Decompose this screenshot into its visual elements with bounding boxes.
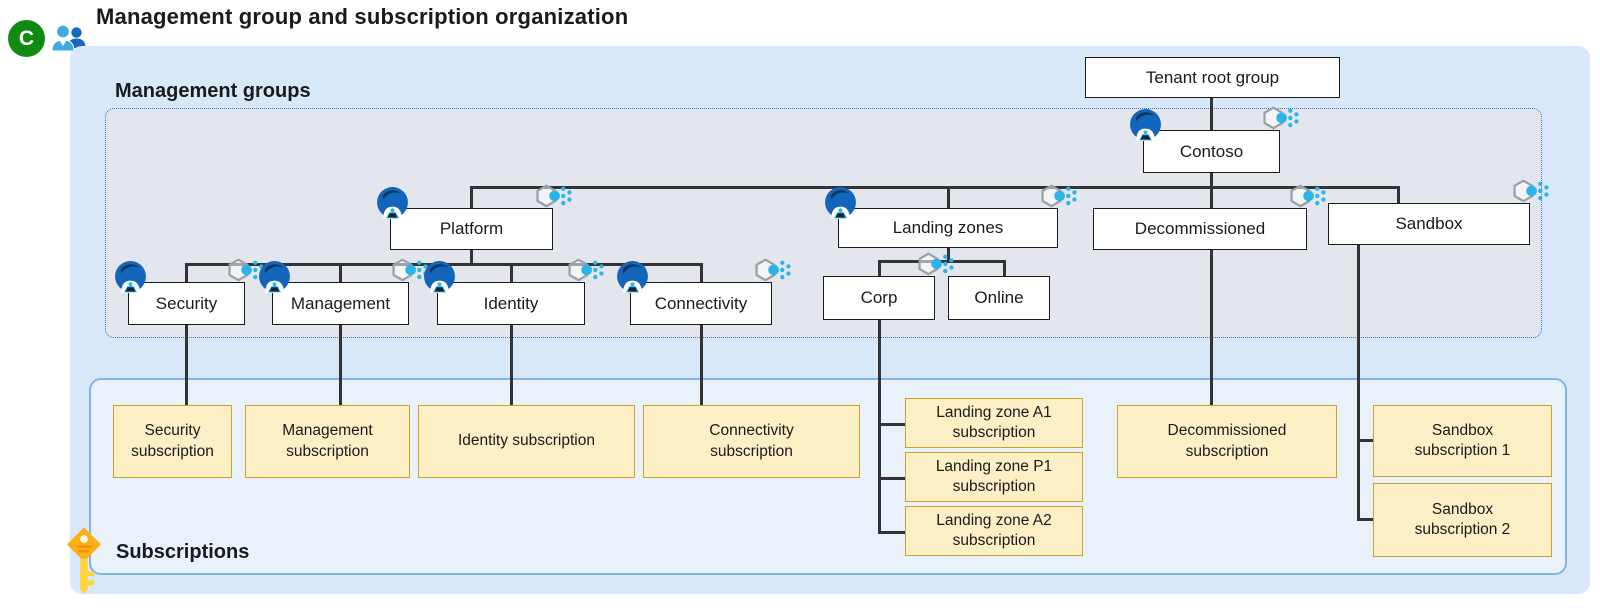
node-label: Contoso <box>1179 141 1244 161</box>
policy-hexagon-icon <box>1513 179 1550 203</box>
node-label: Tenant root group <box>1145 67 1280 87</box>
policy-hexagon-icon <box>755 258 792 282</box>
policy-hexagon-icon <box>568 258 605 282</box>
connector-bus-corp <box>878 260 881 276</box>
node-label: Corp <box>860 288 898 307</box>
subscriptions-heading: Subscriptions <box>116 541 250 563</box>
node-sandbox: Sandbox <box>1328 179 1550 245</box>
management-group-icon <box>1129 108 1162 142</box>
policy-hexagon-icon <box>536 184 573 208</box>
node-label: Identity subscription <box>458 432 595 450</box>
management-group-icon <box>616 260 649 294</box>
management-group-icon <box>114 260 147 294</box>
connector-stub-a2 <box>878 531 905 534</box>
node-sandbox-subscription-1: Sandbox subscription 1 <box>1373 405 1552 477</box>
policy-hexagon-icon <box>1263 106 1300 130</box>
key-icon <box>67 528 101 594</box>
connector-landing-zones-down <box>947 248 950 262</box>
node-landing-zones: Landing zones <box>824 184 1078 248</box>
policy-hexagon-icon <box>1290 184 1327 208</box>
connector-tenant-contoso <box>1210 98 1213 130</box>
management-group-icon <box>824 186 857 220</box>
node-label: Decommissioned subscription <box>1167 422 1287 460</box>
node-label: Sandbox subscription 2 <box>1414 500 1511 538</box>
c-badge: C <box>8 20 45 57</box>
connector-bus-security <box>185 263 188 282</box>
node-connectivity-subscription: Connectivity subscription <box>643 405 860 478</box>
connector-contoso-decommissioned-sub <box>1210 173 1213 405</box>
connector-bus-connectivity <box>700 263 703 282</box>
connector-stub-sandbox2 <box>1357 518 1373 521</box>
management-group-icon <box>258 260 291 294</box>
node-decommissioned-subscription: Decommissioned subscription <box>1117 405 1337 478</box>
policy-hexagon-icon <box>1041 184 1078 208</box>
management-groups-heading: Management groups <box>115 80 311 102</box>
node-label: Management <box>290 293 391 313</box>
connector-bus-landing-zones <box>947 186 950 208</box>
node-label: Sandbox <box>1395 214 1463 233</box>
connector-bus-management <box>339 263 342 282</box>
management-group-icon <box>376 186 409 220</box>
node-label: Landing zone P1 subscription <box>935 457 1053 495</box>
node-identity-subscription: Identity subscription <box>418 405 635 478</box>
node-label: Security subscription <box>131 422 214 460</box>
connector-stub-p1 <box>878 477 905 480</box>
node-label: Landing zone A1 subscription <box>936 403 1052 441</box>
connector-bus-online <box>1003 260 1006 276</box>
node-label: Management subscription <box>282 422 373 460</box>
node-label: Online <box>974 288 1024 307</box>
page-title: Management group and subscription organi… <box>96 4 629 29</box>
node-label: Decommissioned <box>1134 219 1266 238</box>
node-connectivity: Connectivity <box>616 258 792 325</box>
connector-landing-zones-bus <box>878 260 1006 263</box>
node-label: Connectivity subscription <box>709 422 794 460</box>
node-label: Landing zones <box>892 218 1004 237</box>
node-label: Security <box>155 293 218 313</box>
node-sandbox-subscription-2: Sandbox subscription 2 <box>1373 483 1552 557</box>
node-decommissioned: Decommissioned <box>1093 184 1327 250</box>
connector-connectivity-sub <box>700 325 703 405</box>
node-platform: Platform <box>376 184 573 250</box>
connector-main-bus <box>470 186 1399 189</box>
node-contoso: Contoso <box>1129 106 1300 173</box>
node-label: Identity <box>483 293 539 313</box>
node-management: Management <box>258 258 429 325</box>
connector-sandbox-down <box>1357 245 1360 521</box>
connector-bus-platform <box>470 186 473 208</box>
node-identity: Identity <box>423 258 605 325</box>
connector-security-sub <box>185 325 188 405</box>
node-landing-zone-p1-subscription: Landing zone P1 subscription <box>905 452 1083 502</box>
node-corp: Corp <box>823 252 955 320</box>
connector-stub-a1 <box>878 423 905 426</box>
node-online: Online <box>948 276 1050 320</box>
node-security-subscription: Security subscription <box>113 405 232 478</box>
node-landing-zone-a1-subscription: Landing zone A1 subscription <box>905 398 1083 448</box>
connector-management-sub <box>339 325 342 405</box>
node-security: Security <box>114 258 265 325</box>
connector-identity-sub <box>510 325 513 405</box>
policy-hexagon-icon <box>392 258 429 282</box>
node-label: Connectivity <box>654 293 748 313</box>
node-label: Platform <box>439 219 504 238</box>
connector-corp-down <box>878 320 881 534</box>
connector-platform-down <box>470 250 473 265</box>
management-group-icon <box>423 260 456 294</box>
connector-stub-sandbox1 <box>1357 439 1373 442</box>
node-label: Sandbox subscription 1 <box>1414 421 1511 459</box>
node-landing-zone-a2-subscription: Landing zone A2 subscription <box>905 506 1083 556</box>
node-management-subscription: Management subscription <box>245 405 410 478</box>
node-label: Landing zone A2 subscription <box>936 511 1052 549</box>
node-tenant-root-group: Tenant root group <box>1085 57 1340 98</box>
connector-bus-identity <box>510 263 513 282</box>
connector-bus-sandbox <box>1397 186 1400 203</box>
